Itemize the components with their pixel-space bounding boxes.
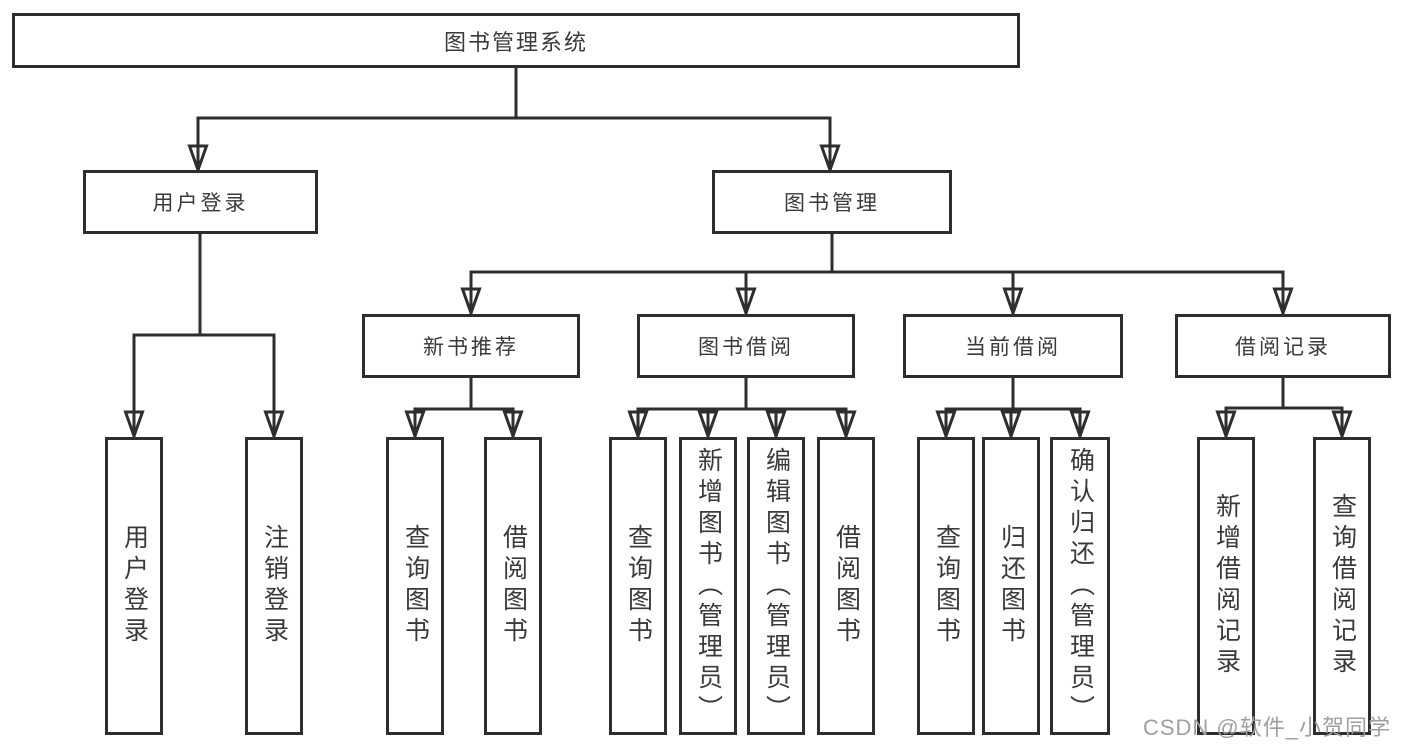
leaf-current-confirm-return-label: 确认归还（管理员） bbox=[1066, 446, 1095, 726]
node-book-borrow: 图书借阅 bbox=[637, 314, 855, 378]
leaf-borrow-query: 查询图书 bbox=[609, 437, 667, 735]
node-borrow-records-label: 借阅记录 bbox=[1235, 336, 1331, 359]
leaf-newbook-borrow: 借阅图书 bbox=[484, 437, 542, 735]
leaf-newbook-query-label: 查询图书 bbox=[401, 524, 430, 648]
node-new-book-recommend: 新书推荐 bbox=[362, 314, 580, 378]
leaf-borrow-query-label: 查询图书 bbox=[624, 524, 653, 648]
connector-book-mgmt bbox=[460, 232, 1294, 318]
node-book-management-label: 图书管理 bbox=[784, 192, 880, 215]
connector-new-book bbox=[404, 376, 524, 441]
leaf-current-query: 查询图书 bbox=[917, 437, 975, 735]
node-current-borrow: 当前借阅 bbox=[903, 314, 1123, 378]
node-library-system-label: 图书管理系统 bbox=[443, 29, 588, 55]
leaf-records-query-label: 查询借阅记录 bbox=[1328, 493, 1357, 679]
node-library-system: 图书管理系统 bbox=[12, 13, 1020, 68]
connector-current-borrow bbox=[935, 376, 1091, 441]
leaf-borrow-add-label: 新增图书（管理员） bbox=[694, 446, 723, 726]
leaf-newbook-query: 查询图书 bbox=[386, 437, 444, 735]
leaf-records-add: 新增借阅记录 bbox=[1197, 437, 1255, 735]
csdn-watermark: CSDN @软件_小贺同学 bbox=[1142, 715, 1391, 740]
leaf-logout-label: 注销登录 bbox=[260, 524, 289, 648]
node-new-book-recommend-label: 新书推荐 bbox=[423, 336, 519, 359]
leaf-borrow-edit-label: 编辑图书（管理员） bbox=[762, 446, 791, 726]
leaf-borrow-edit: 编辑图书（管理员） bbox=[747, 437, 805, 735]
leaf-borrow-borrow: 借阅图书 bbox=[817, 437, 875, 735]
node-book-management: 图书管理 bbox=[712, 170, 952, 234]
leaf-current-confirm-return: 确认归还（管理员） bbox=[1050, 437, 1110, 735]
connector-user-login bbox=[123, 232, 285, 441]
leaf-user-login-label: 用户登录 bbox=[120, 524, 149, 648]
leaf-borrow-add: 新增图书（管理员） bbox=[679, 437, 737, 735]
connector-root bbox=[187, 66, 841, 175]
node-book-borrow-label: 图书借阅 bbox=[698, 336, 794, 359]
node-user-login: 用户登录 bbox=[83, 170, 318, 234]
leaf-borrow-borrow-label: 借阅图书 bbox=[832, 524, 861, 648]
leaf-logout: 注销登录 bbox=[245, 437, 303, 735]
node-current-borrow-label: 当前借阅 bbox=[965, 336, 1061, 359]
leaf-current-return-label: 归还图书 bbox=[997, 524, 1026, 648]
leaf-records-query: 查询借阅记录 bbox=[1313, 437, 1371, 735]
connector-book-borrow bbox=[627, 376, 857, 441]
leaf-current-return: 归还图书 bbox=[982, 437, 1040, 735]
leaf-current-query-label: 查询图书 bbox=[932, 524, 961, 648]
node-user-login-label: 用户登录 bbox=[152, 192, 249, 215]
leaf-user-login: 用户登录 bbox=[105, 437, 163, 735]
node-borrow-records: 借阅记录 bbox=[1175, 314, 1391, 378]
leaf-newbook-borrow-label: 借阅图书 bbox=[499, 524, 528, 648]
connector-borrow-records bbox=[1215, 376, 1353, 441]
leaf-records-add-label: 新增借阅记录 bbox=[1212, 493, 1241, 679]
